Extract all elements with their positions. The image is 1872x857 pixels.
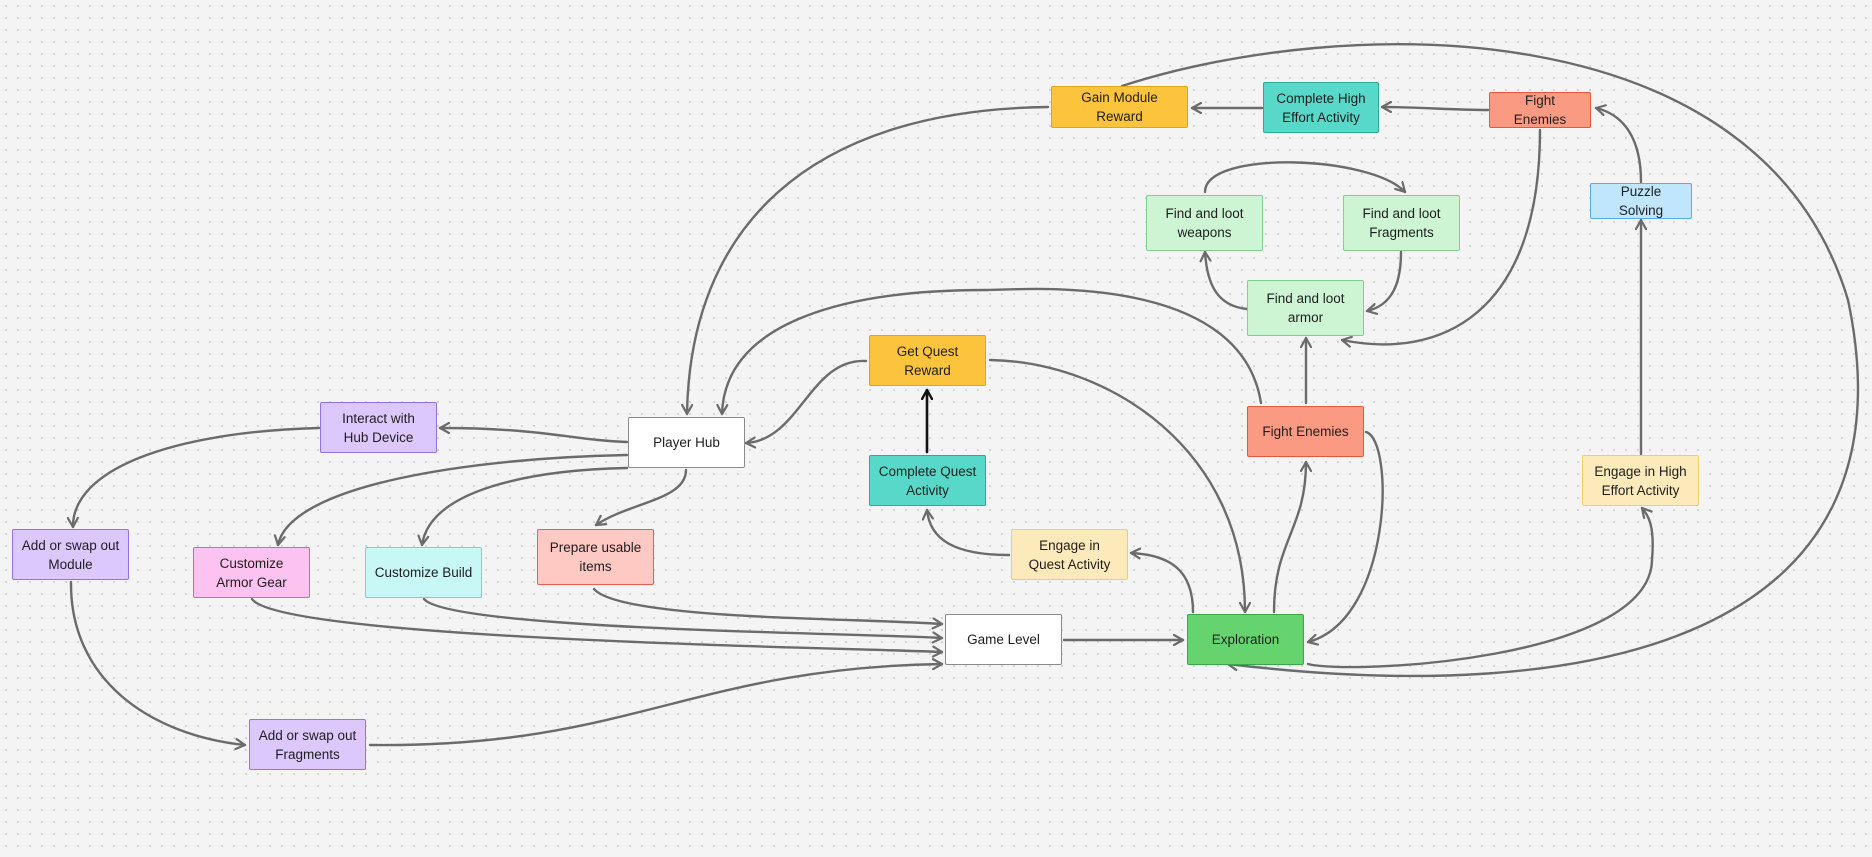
node-find-and-loot-fragments[interactable]: Find and loot Fragments	[1343, 195, 1460, 251]
edge-swap-fragments-to-game-level	[368, 664, 944, 747]
node-complete-high-effort-activity[interactable]: Complete High Effort Activity	[1263, 82, 1379, 133]
edge-swap-module-to-swap-fragments	[69, 580, 247, 745]
edge-puzzle-to-fight-top	[1594, 108, 1643, 184]
edge-fight-top-to-complete-high	[1380, 107, 1490, 110]
node-get-quest-reward[interactable]: Get Quest Reward	[869, 335, 986, 386]
node-customize-armor-gear[interactable]: Customize Armor Gear	[193, 547, 310, 598]
edge-customize-build-to-game-level	[422, 597, 944, 638]
edge-get-quest-reward-to-player-hub	[744, 359, 868, 443]
node-exploration[interactable]: Exploration	[1187, 614, 1304, 665]
edge-get-quest-reward-to-exploration	[988, 358, 1245, 614]
node-find-and-loot-armor[interactable]: Find and loot armor	[1247, 280, 1364, 336]
edge-player-hub-to-interact-hub	[438, 428, 629, 444]
edge-gain-module-to-exploration-loop	[1120, 43, 1860, 678]
node-fight-enemies-mid[interactable]: Fight Enemies	[1247, 406, 1364, 457]
edge-loot-armor-to-weapons	[1205, 250, 1249, 311]
node-engage-in-quest-activity[interactable]: Engage in Quest Activity	[1011, 529, 1128, 580]
node-interact-with-hub-device[interactable]: Interact with Hub Device	[320, 402, 437, 453]
edge-exploration-to-engage-quest	[1129, 553, 1195, 614]
node-game-level[interactable]: Game Level	[945, 614, 1062, 665]
edge-prepare-items-to-game-level	[592, 587, 944, 624]
edge-player-hub-to-customize-build	[422, 466, 629, 547]
edge-player-hub-to-customize-armor	[278, 453, 629, 547]
edge-exploration-to-engage-high	[1306, 506, 1654, 669]
edge-fight-top-to-loot-armor	[1340, 128, 1542, 344]
node-prepare-usable-items[interactable]: Prepare usable items	[537, 529, 654, 585]
edge-fight-mid-to-exploration	[1306, 430, 1384, 642]
edge-loot-weapons-to-fragments	[1203, 161, 1407, 194]
edge-player-hub-to-prepare-items	[594, 468, 688, 527]
edge-customize-armor-to-game-level	[250, 597, 944, 652]
node-add-or-swap-out-module[interactable]: Add or swap out Module	[12, 529, 129, 580]
edge-interact-hub-to-swap-module	[73, 426, 321, 529]
edge-exploration-to-fight-mid	[1272, 460, 1306, 614]
node-player-hub[interactable]: Player Hub	[628, 417, 745, 468]
edge-loot-fragments-to-armor	[1365, 250, 1403, 311]
node-puzzle-solving[interactable]: Puzzle Solving	[1590, 183, 1692, 219]
node-complete-quest-activity[interactable]: Complete Quest Activity	[869, 455, 986, 506]
node-gain-module-reward[interactable]: Gain Module Reward	[1051, 86, 1188, 128]
edge-gain-module-to-player-hub	[687, 105, 1050, 416]
node-add-or-swap-out-fragments[interactable]: Add or swap out Fragments	[249, 719, 366, 770]
node-engage-in-high-effort-activity[interactable]: Engage in High Effort Activity	[1582, 455, 1699, 506]
node-customize-build[interactable]: Customize Build	[365, 547, 482, 598]
edge-engage-quest-to-complete-quest	[927, 508, 1011, 557]
node-find-and-loot-weapons[interactable]: Find and loot weapons	[1146, 195, 1263, 251]
edge-fight-mid-to-player-hub	[722, 287, 1263, 416]
node-fight-enemies-top[interactable]: Fight Enemies	[1489, 92, 1591, 128]
